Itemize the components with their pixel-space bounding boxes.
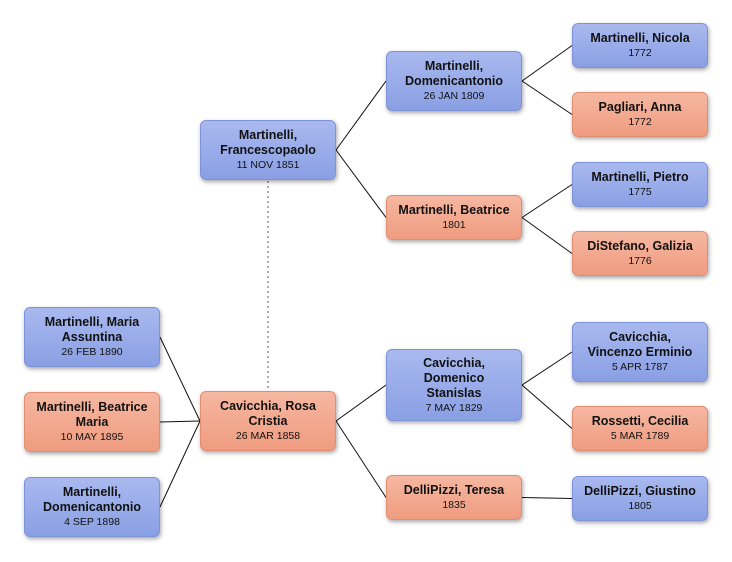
parent-link-line xyxy=(521,384,573,429)
person-card-francescopaolo[interactable]: Martinelli,Francescopaolo 11 NOV 1851 xyxy=(200,120,336,180)
person-card-anna[interactable]: Pagliari, Anna 1772 xyxy=(572,92,708,137)
person-date: 10 MAY 1895 xyxy=(60,431,124,443)
person-date: 1801 xyxy=(442,219,466,231)
parent-link-line xyxy=(521,45,573,82)
person-date: 26 JAN 1809 xyxy=(423,90,485,102)
person-card-vincenzo[interactable]: Cavicchia,Vincenzo Erminio 5 APR 1787 xyxy=(572,322,708,382)
person-card-pietro[interactable]: Martinelli, Pietro 1775 xyxy=(572,162,708,207)
person-name: Martinelli, Beatrice xyxy=(398,203,510,217)
person-date: 11 NOV 1851 xyxy=(236,159,300,171)
parent-link-line xyxy=(521,497,573,499)
person-date: 1775 xyxy=(628,186,652,198)
person-date: 1835 xyxy=(442,499,466,511)
parent-link-line xyxy=(521,217,573,254)
child-link-line xyxy=(159,420,201,508)
person-date: 7 MAY 1829 xyxy=(425,401,483,414)
parent-link-line xyxy=(521,184,573,218)
parent-link-line xyxy=(521,80,573,115)
person-card-giustino[interactable]: DelliPizzi, Giustino 1805 xyxy=(572,476,708,521)
person-name: DiStefano, Galizia xyxy=(587,239,693,253)
child-link-line xyxy=(159,420,201,423)
person-card-nicola[interactable]: Martinelli, Nicola 1772 xyxy=(572,23,708,68)
person-date: 4 SEP 1898 xyxy=(64,516,120,528)
person-card-domenicantonio-father[interactable]: Martinelli,Domenicantonio 26 JAN 1809 xyxy=(386,51,522,111)
parent-link-line xyxy=(335,80,387,151)
person-name: Martinelli,Domenicantonio xyxy=(43,485,141,514)
person-date: 1772 xyxy=(628,116,652,128)
child-link-line xyxy=(159,336,201,422)
person-card-cecilia[interactable]: Rossetti, Cecilia 5 MAR 1789 xyxy=(572,406,708,451)
person-name: DelliPizzi, Teresa xyxy=(403,483,505,497)
person-name: Pagliari, Anna xyxy=(598,100,682,114)
person-name: Rossetti, Cecilia xyxy=(591,414,689,428)
parent-link-line xyxy=(335,149,387,218)
person-name: Martinelli, Nicola xyxy=(590,31,690,45)
person-name: Martinelli,Domenicantonio xyxy=(405,59,503,88)
person-card-teresa[interactable]: DelliPizzi, Teresa 1835 xyxy=(386,475,522,520)
person-name: DelliPizzi, Giustino xyxy=(584,484,696,498)
parent-link-line xyxy=(521,351,573,386)
person-card-galizia[interactable]: DiStefano, Galizia 1776 xyxy=(572,231,708,276)
person-date: 26 MAR 1858 xyxy=(235,430,301,442)
person-name: Martinelli,Francescopaolo xyxy=(220,128,316,157)
person-card-domenicantonio-child[interactable]: Martinelli,Domenicantonio 4 SEP 1898 xyxy=(24,477,160,537)
person-date: 1772 xyxy=(628,47,652,59)
person-card-beatrice[interactable]: Martinelli, Beatrice 1801 xyxy=(386,195,522,240)
person-name: Cavicchia,Vincenzo Erminio xyxy=(587,330,693,359)
parent-link-line xyxy=(335,420,387,498)
person-name: Martinelli, Pietro xyxy=(591,170,689,184)
parent-link-line xyxy=(335,384,387,422)
person-date: 26 FEB 1890 xyxy=(61,346,123,358)
person-date: 1805 xyxy=(628,500,652,512)
person-date: 5 APR 1787 xyxy=(611,361,669,373)
person-date: 1776 xyxy=(628,255,652,267)
person-date: 5 MAR 1789 xyxy=(610,430,670,442)
